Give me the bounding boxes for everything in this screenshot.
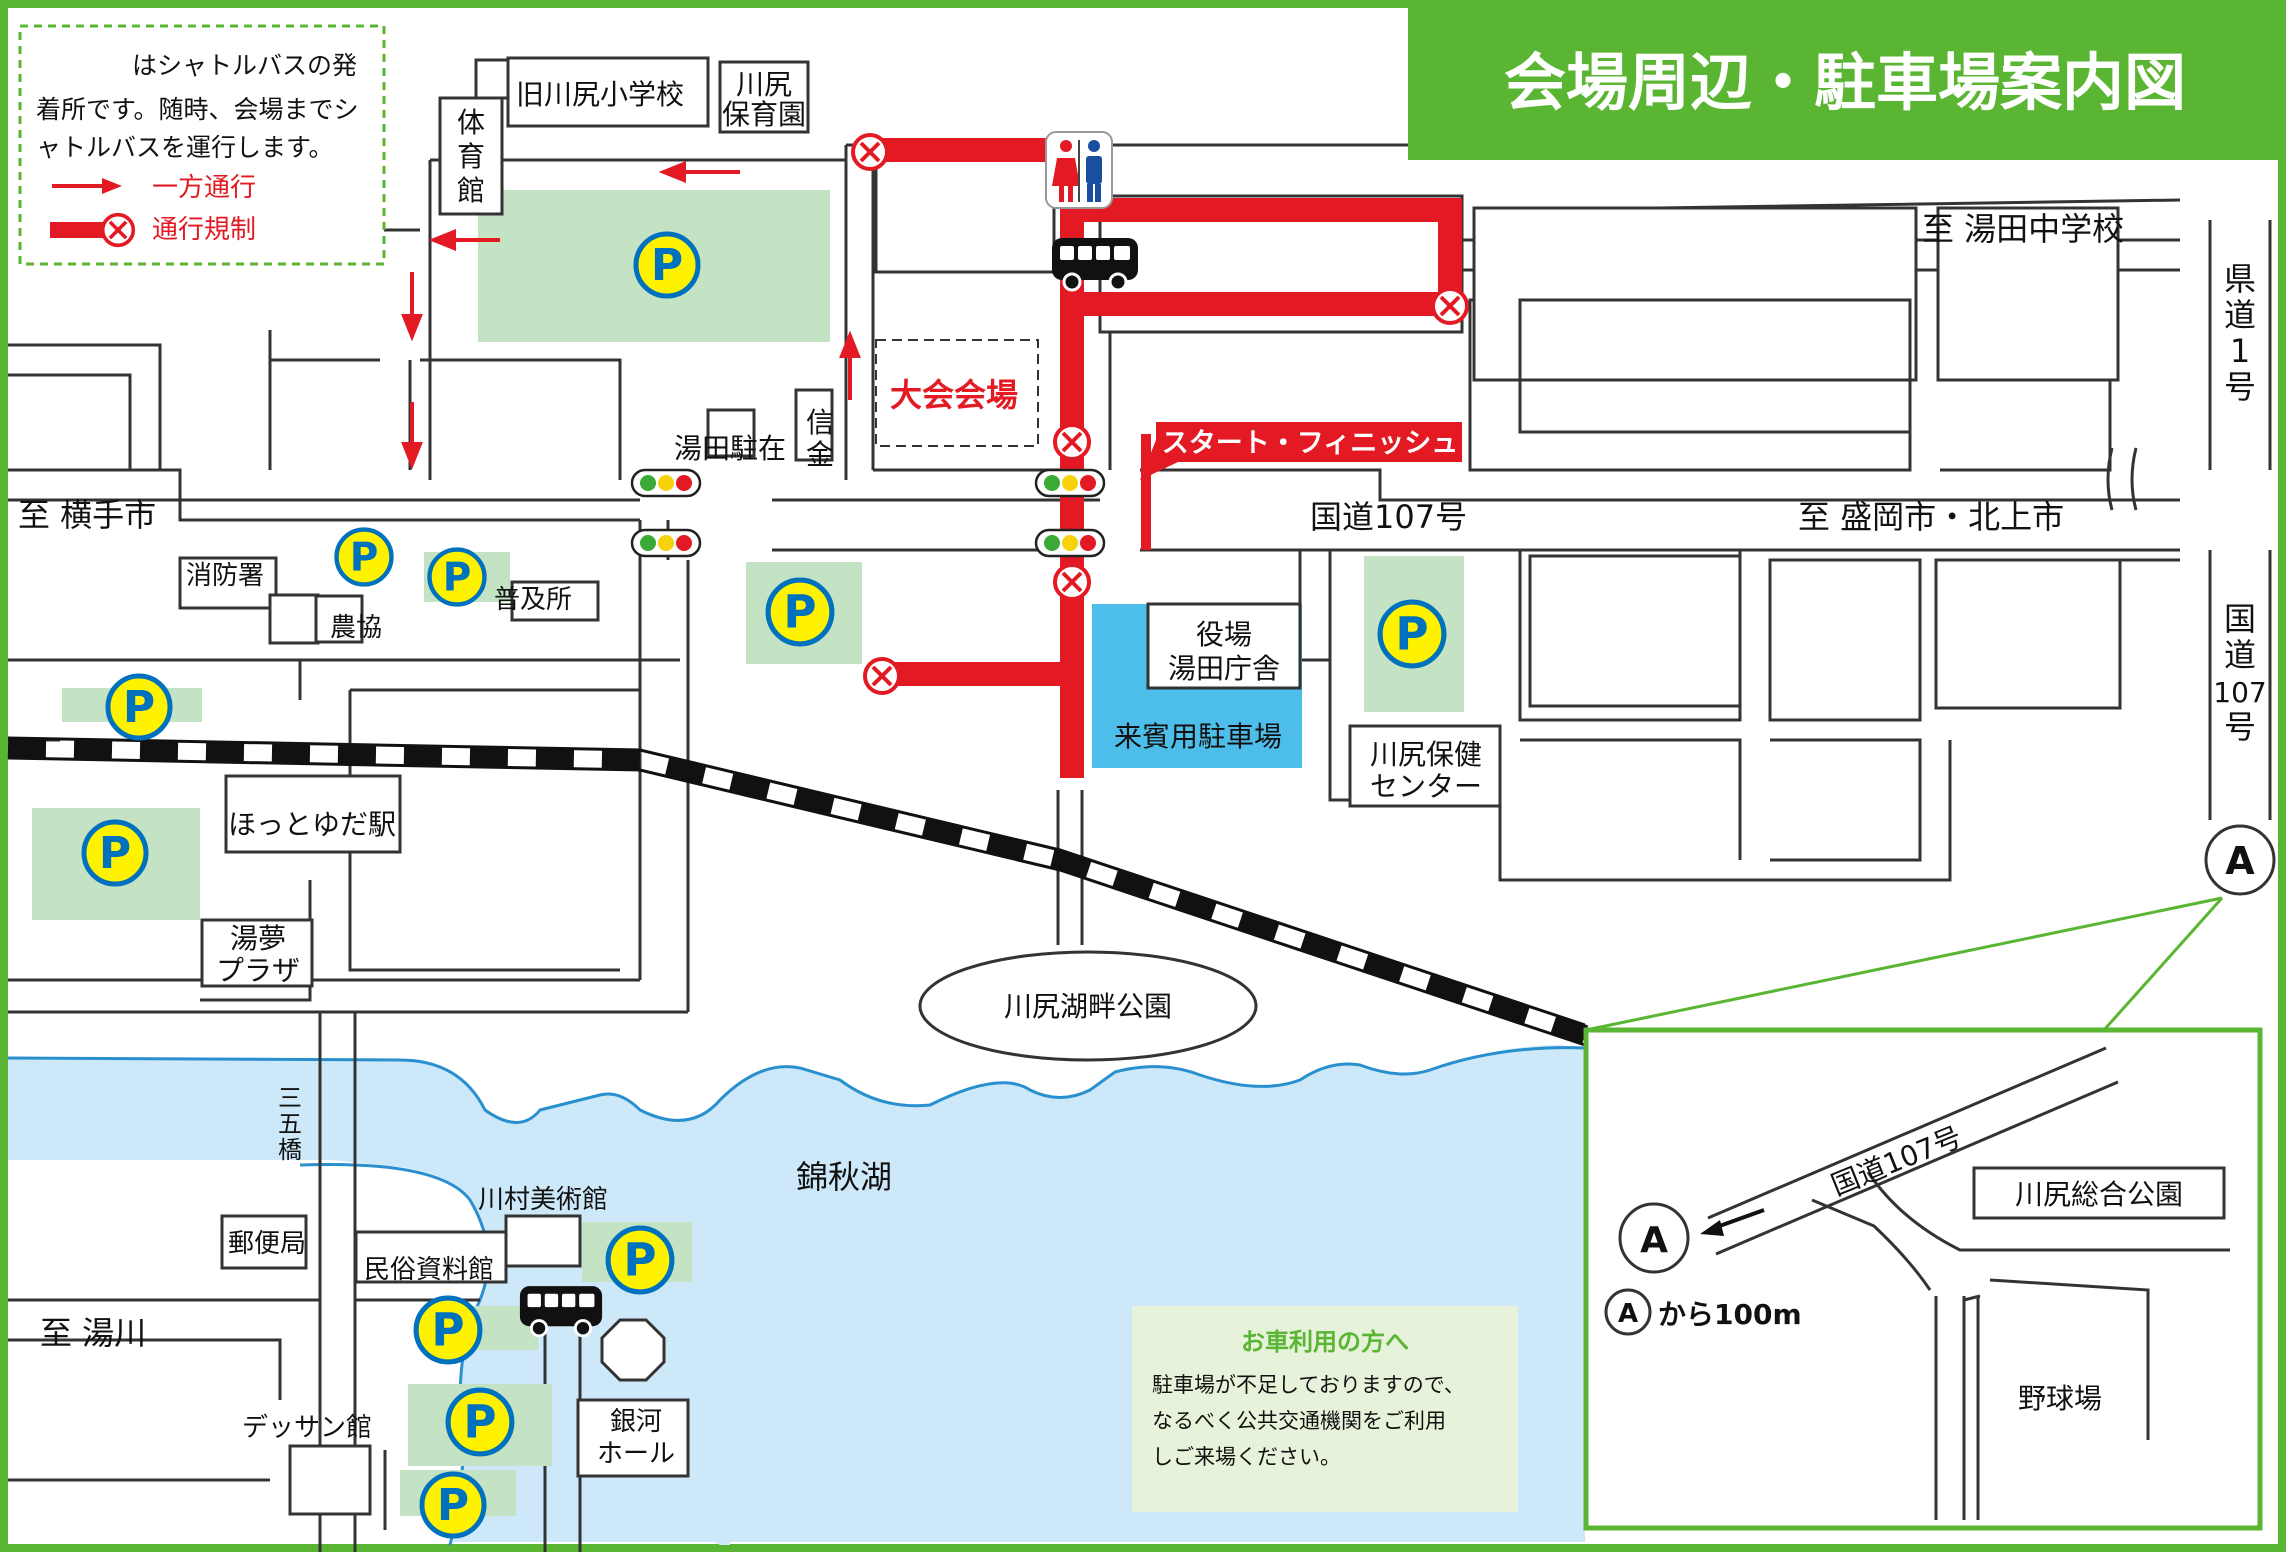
label-kendo: 県 (2224, 260, 2256, 298)
legend-one-way: 一方通行 (152, 173, 256, 203)
label-kendo: 1 (2230, 332, 2250, 370)
venue-area (875, 339, 1039, 447)
label-guest-parking: 来賓用駐車場 (1114, 720, 1282, 753)
label-shinkin: 金 (806, 438, 834, 471)
label-venue: 大会会場 (890, 376, 1018, 414)
label-ginga: ホール (597, 1439, 675, 1469)
page-title: 会場周辺・駐車場案内図 (1504, 46, 2186, 119)
notice-line: 駐車場が不足しておりますので、 (1152, 1373, 1465, 1397)
label-kendo: 道 (2224, 296, 2256, 334)
notice-box (1132, 1306, 1518, 1512)
legend-bus-text: ャトルバスを運行します。 (36, 133, 334, 162)
stop-sign-icon (600, 1318, 666, 1382)
label-shinkin: 信 (806, 406, 834, 439)
label-chuzai: 湯田駐在 (674, 432, 786, 465)
label-ginga: 銀河 (610, 1407, 662, 1437)
label-nokyo: 農協 (330, 613, 382, 643)
inset-baseball: 野球場 (2018, 1382, 2102, 1415)
inset-point-a-small: A (1618, 1299, 1638, 1329)
inset-distance: から100m (1658, 1298, 1802, 1331)
label-kokudo: 国 (2224, 600, 2256, 638)
label-shobosho: 消防署 (186, 561, 264, 591)
label-kokudo: 号 (2224, 708, 2256, 746)
notice-line: なるべく公共交通機関をご利用 (1152, 1409, 1446, 1433)
label-route107: 国道107号 (1310, 498, 1467, 536)
legend-bus-text: 着所です。随時、会場までシ (36, 95, 359, 124)
label-to-yokote: 至 横手市 (18, 496, 156, 534)
label-gym: 体 (457, 106, 485, 139)
label-yubin: 郵便局 (228, 1229, 306, 1259)
label-dessan: デッサン館 (242, 1413, 372, 1443)
label-yakuba: 役場 (1196, 618, 1252, 651)
legend-bus-text: はシャトルバスの発 (132, 51, 357, 80)
label-start-finish: スタート・フィニッシュ (1162, 428, 1458, 459)
label-yakuba: 湯田庁舎 (1168, 652, 1280, 685)
label-kokudo: 107 (2213, 676, 2266, 709)
legend-closure: 通行規制 (152, 215, 256, 245)
railway (7, 736, 1589, 1047)
label-yume: 湯夢 (230, 922, 286, 955)
label-kawamura: 川村美術館 (478, 1185, 608, 1215)
label-kokudo: 道 (2224, 636, 2256, 674)
label-lake: 錦秋湖 (796, 1158, 892, 1196)
label-sango: 三 (278, 1084, 302, 1112)
lake-shore (7, 1046, 1586, 1124)
label-hoikuen: 保育園 (722, 98, 806, 131)
label-hoken: センター (1370, 770, 1482, 803)
label-to-yukawa: 至 湯川 (40, 1314, 146, 1352)
label-hoikuen: 川尻 (736, 68, 792, 101)
label-to-school: 至 湯田中学校 (1922, 210, 2124, 248)
inset-park-name: 川尻総合公園 (2015, 1178, 2183, 1211)
point-a-marker (2204, 824, 2276, 896)
label-yume: プラザ (216, 954, 300, 987)
label-minzoku: 民俗資料館 (364, 1255, 494, 1285)
title-banner (1408, 4, 2282, 160)
notice-title: お車利用の方へ (1241, 1328, 1409, 1356)
inset-point-a: A (1640, 1220, 1668, 1261)
label-sango: 五 (278, 1110, 302, 1138)
label-hoken: 川尻保健 (1370, 738, 1482, 771)
label-gym: 育 (457, 140, 485, 173)
label-kyu-school: 旧川尻小学校 (516, 78, 684, 111)
label-park: 川尻湖畔公園 (1004, 990, 1172, 1023)
label-gym: 館 (457, 174, 485, 207)
notice-line: しご来場ください。 (1152, 1445, 1341, 1469)
label-to-morioka: 至 盛岡市・北上市 (1798, 498, 2064, 536)
label-station: ほっとゆだ駅 (228, 808, 396, 841)
label-fukyujo: 普及所 (494, 585, 572, 615)
kohan-park (918, 950, 1258, 1062)
one-way-arrow-icon (401, 161, 861, 470)
inset-map (1583, 1027, 2263, 1531)
point-a-label: A (2225, 839, 2255, 883)
label-kendo: 号 (2224, 368, 2256, 406)
label-sango: 橋 (278, 1136, 302, 1164)
